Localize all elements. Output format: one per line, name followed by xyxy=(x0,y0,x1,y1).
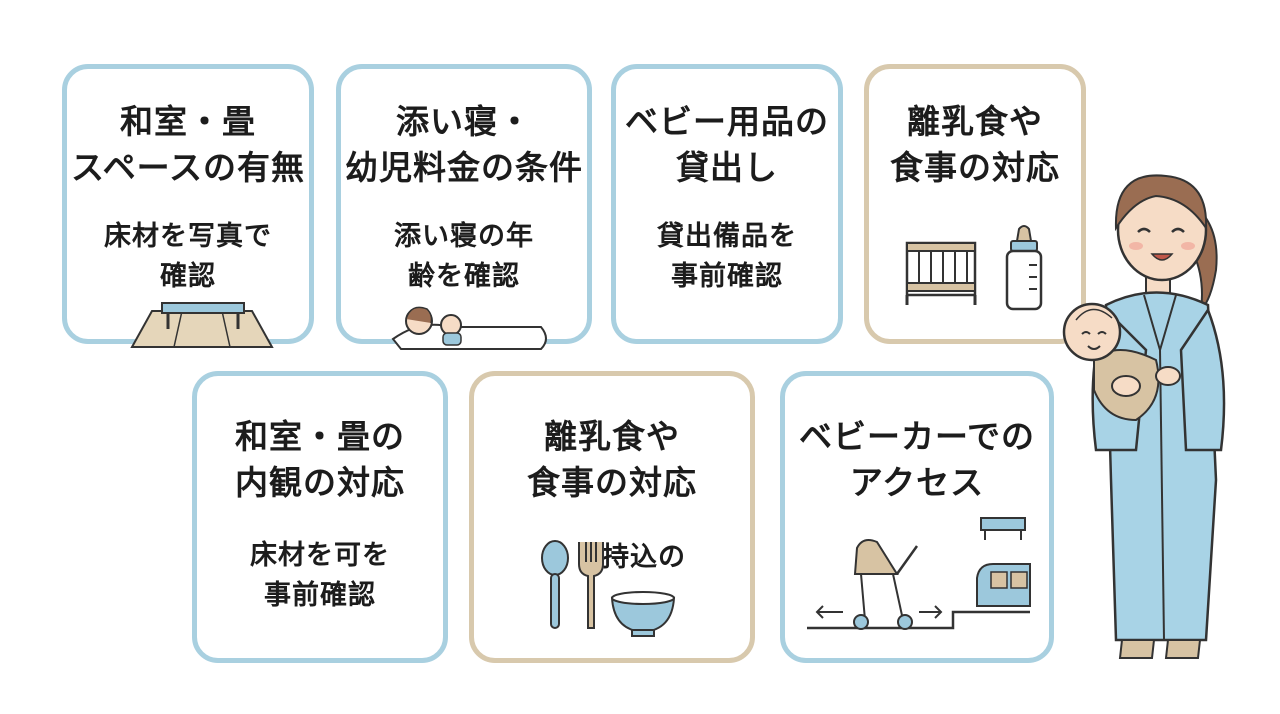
co-sleeping-icon xyxy=(391,306,547,350)
card-tatami-space: 和室・畳 スペースの有無 床材を写真で 確認 xyxy=(62,64,314,348)
spoon-icon xyxy=(541,540,569,629)
card-title: ベビー用品の 貸出し xyxy=(625,102,829,187)
card-subtitle: 持込の xyxy=(602,542,686,573)
card-subtitle: 床材を写真で 確認 xyxy=(104,221,272,292)
card-baby-food-2: 離乳食や 食事の対応 持込の xyxy=(469,371,755,663)
card-title: 和室・畳 スペースの有無 xyxy=(70,102,306,187)
stroller-train-icon xyxy=(807,517,1031,630)
card-subtitle: 床材を可を 事前確認 xyxy=(250,540,390,611)
card-subtitle: 添い寝の年 齢を確認 xyxy=(394,221,534,292)
crib-icon xyxy=(905,241,977,305)
card-baby-rental: ベビー用品の 貸出し 貸出備品を 事前確認 xyxy=(611,64,843,344)
card-title: ベビーカーでの アクセス xyxy=(798,417,1036,502)
card-tatami-interior: 和室・畳の 内観の対応 床材を可を 事前確認 xyxy=(192,371,448,663)
card-subtitle: 貸出備品を 事前確認 xyxy=(657,221,797,292)
card-title: 離乳食や 食事の対応 xyxy=(527,417,697,502)
mother-with-baby-illustration xyxy=(1062,174,1226,659)
card-stroller-access: ベビーカーでの アクセス xyxy=(780,371,1054,663)
card-title: 離乳食や 食事の対応 xyxy=(890,102,1060,187)
card-title: 和室・畳の 内観の対応 xyxy=(235,417,405,502)
card-title: 添い寝・ 幼児料金の条件 xyxy=(345,102,583,187)
fork-icon xyxy=(578,542,604,629)
card-baby-food: 離乳食や 食事の対応 xyxy=(864,64,1086,344)
card-co-sleeping: 添い寝・ 幼児料金の条件 添い寝の年 齢を確認 xyxy=(336,64,592,350)
tatami-table-icon xyxy=(130,302,274,348)
bowl-icon xyxy=(610,591,676,637)
baby-bottle-icon xyxy=(1005,225,1043,311)
